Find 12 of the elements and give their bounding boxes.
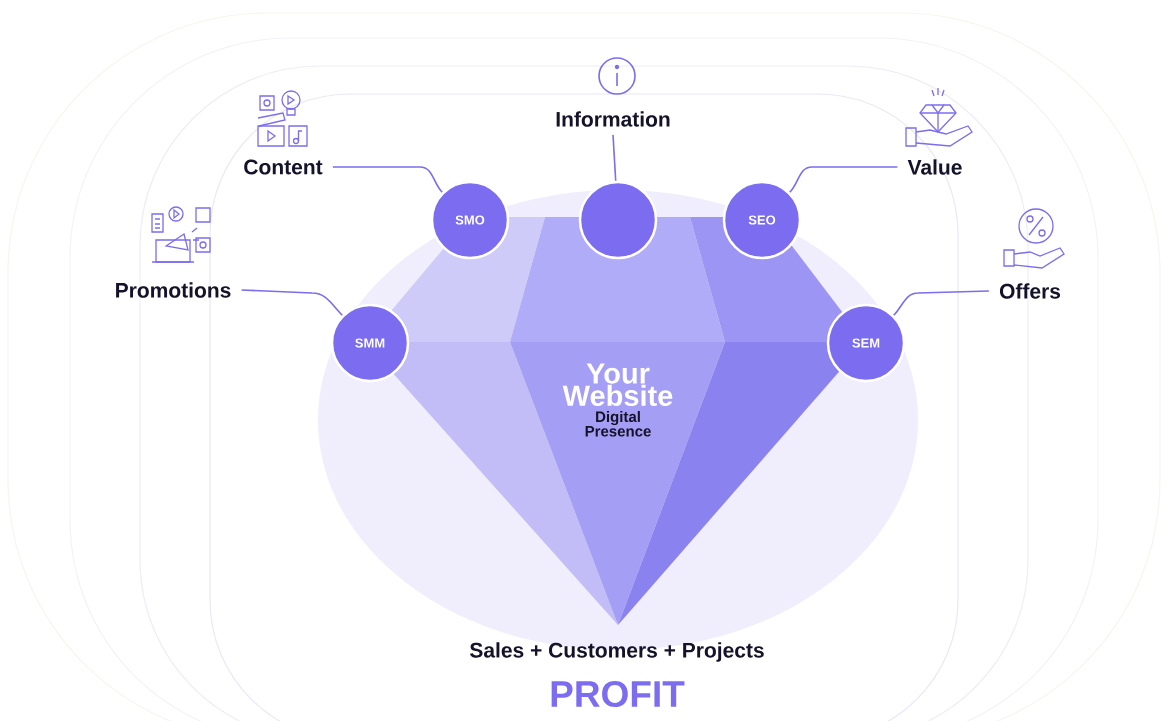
result-heading: PROFIT xyxy=(551,680,685,708)
leader-line xyxy=(612,134,617,182)
circle-node xyxy=(578,180,658,260)
topic-label: Information xyxy=(556,111,670,127)
topic-label: Promotions xyxy=(116,282,231,298)
topic-label: Value xyxy=(907,159,962,175)
leader-line xyxy=(332,166,444,194)
topic-label: Offers xyxy=(999,283,1061,299)
topic-label: Content xyxy=(244,159,323,175)
leader-line xyxy=(240,289,344,317)
leader-line xyxy=(892,290,990,317)
leader-line xyxy=(788,166,899,194)
